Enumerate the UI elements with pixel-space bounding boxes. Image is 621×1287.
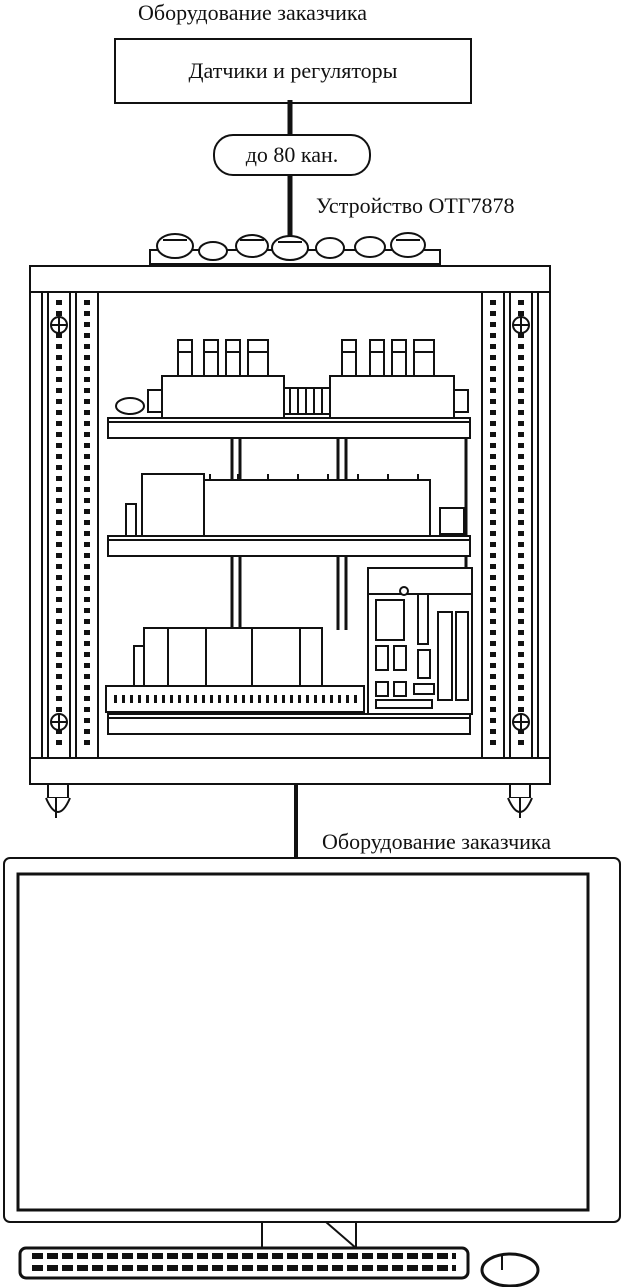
sensors-regulators-box: Датчики и регуляторы [114, 38, 472, 104]
rack-cabinet [29, 265, 551, 785]
channels-label: до 80 кан. [245, 142, 339, 167]
computer-monitor [3, 857, 621, 1249]
top-shelf-modules [115, 339, 469, 419]
channels-capsule: до 80 кан. [213, 134, 371, 176]
cable-glands [149, 232, 441, 265]
customer-equipment-bottom-label: Оборудование заказчика [322, 829, 552, 854]
cabinet-wheels [45, 783, 533, 818]
sensors-regulators-label: Датчики и регуляторы [188, 58, 398, 83]
customer-equipment-top-label: Оборудование заказчика [138, 0, 368, 25]
industrial-pc [367, 567, 473, 715]
keyboard [18, 1246, 470, 1280]
bottom-shelf-modules [105, 627, 365, 713]
device-name-label: Устройство ОТГ7878 [316, 193, 515, 218]
middle-shelf-modules [125, 473, 465, 537]
computer-mouse [480, 1252, 540, 1287]
